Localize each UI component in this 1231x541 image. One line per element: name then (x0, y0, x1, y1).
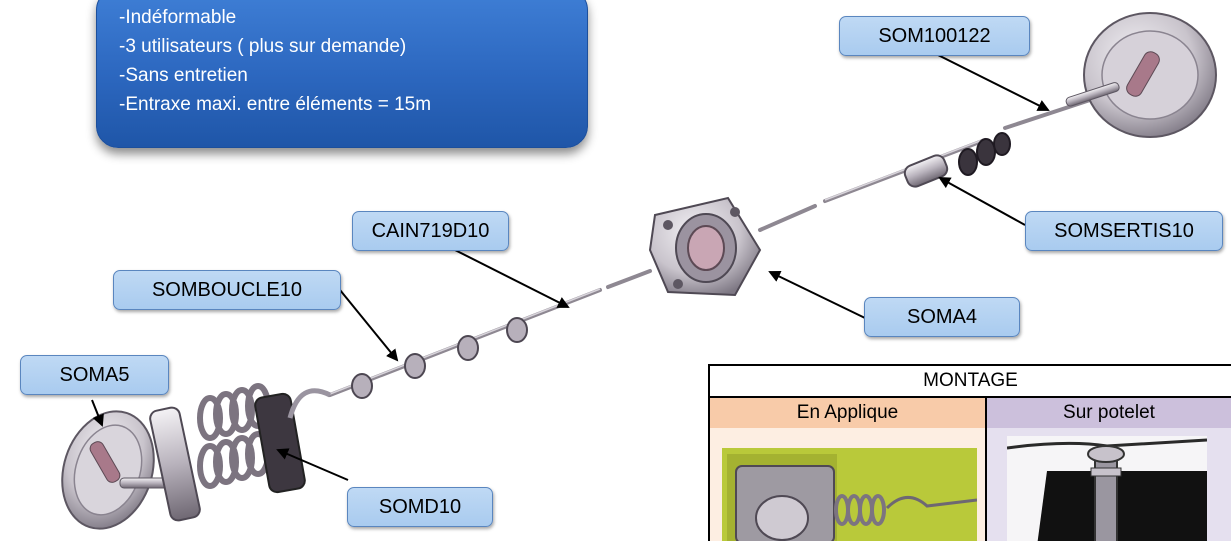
applique-photo (722, 448, 977, 541)
label-soma5: SOMA5 (20, 355, 169, 395)
label-somd10: SOMD10 (347, 487, 493, 527)
label-somboucle10: SOMBOUCLE10 (113, 270, 341, 310)
arrow-soma5 (91, 399, 104, 427)
label-cain719d10: CAIN719D10 (352, 211, 509, 251)
montage-col-applique: En Applique (710, 398, 987, 541)
somboucle10-loops (351, 317, 528, 399)
arrow-somsertis10 (938, 177, 1026, 226)
label-som100122: SOM100122 (839, 16, 1030, 56)
soma5-anchor (61, 410, 181, 530)
arrow-somboucle10 (339, 289, 399, 362)
feature-item: -3 utilisateurs ( plus sur demande) (119, 36, 407, 57)
soma4-intermediate-anchor (648, 196, 762, 297)
label-soma4: SOMA4 (864, 297, 1020, 337)
somsertis10-crimp (903, 132, 1011, 188)
montage-header-potelet: Sur potelet (987, 398, 1231, 428)
arrow-cain719d10 (454, 249, 570, 308)
feature-item: -Entraxe maxi. entre éléments = 15m (119, 94, 432, 115)
som100122-anchor (1065, 12, 1217, 138)
feature-item: -Indéformable (119, 7, 237, 28)
features-box: -Indéformable -3 utilisateurs ( plus sur… (96, 0, 588, 148)
label-somsertis10: SOMSERTIS10 (1025, 211, 1223, 251)
pointer-arrows (91, 54, 1050, 481)
montage-col-potelet: Sur potelet (987, 398, 1231, 541)
somd10-shock-absorber (149, 383, 332, 522)
montage-table: MONTAGE En Applique Sur potelet (708, 364, 1231, 541)
feature-item: -Sans entretien (119, 65, 248, 86)
potelet-photo (1007, 436, 1207, 541)
arrow-som100122 (937, 54, 1050, 111)
montage-header-applique: En Applique (710, 398, 985, 428)
arrow-somd10 (276, 448, 349, 481)
arrow-soma4 (768, 270, 866, 319)
montage-title: MONTAGE (710, 366, 1231, 398)
